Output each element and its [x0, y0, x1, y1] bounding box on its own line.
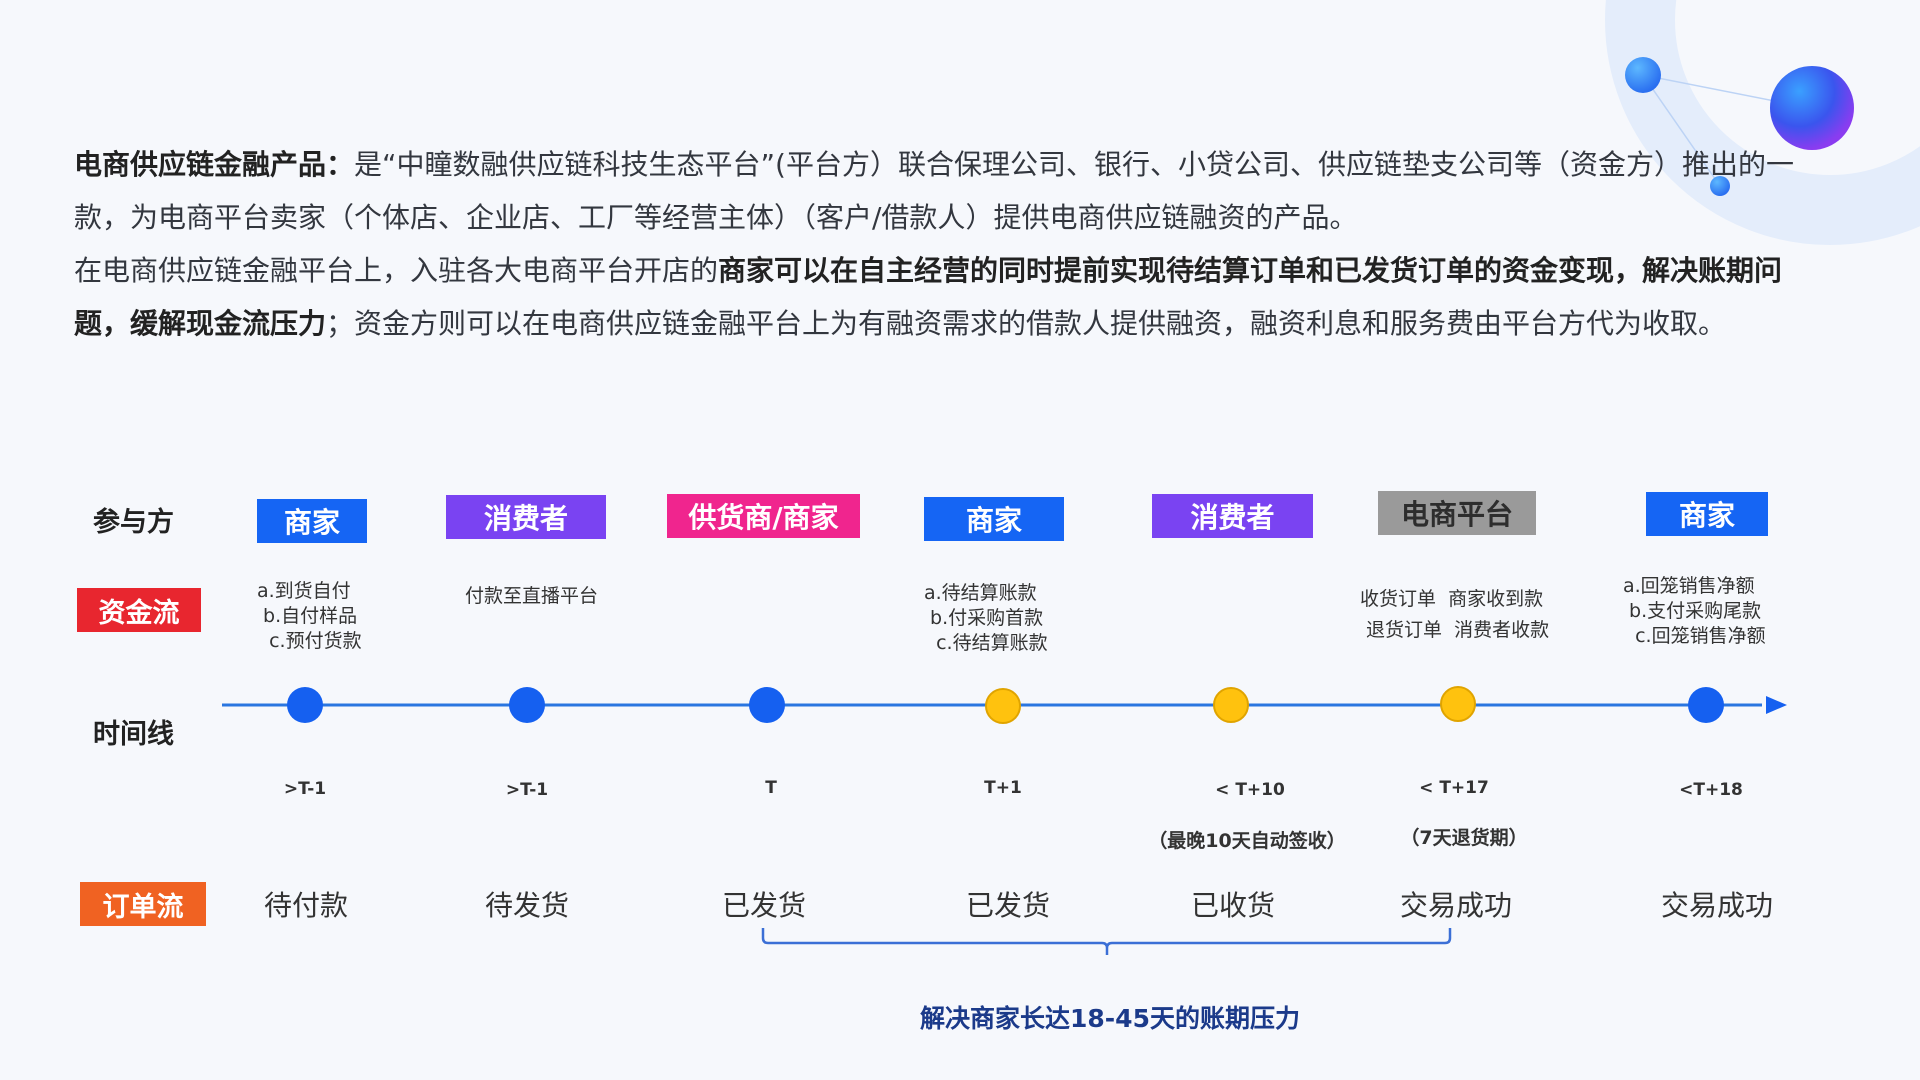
tick-label: <T+18 — [1679, 780, 1743, 800]
party-merchant: 商家 — [1646, 492, 1768, 536]
fund-line: b.支付采购尾款 — [1623, 600, 1762, 622]
fund-flow-label: 资金流 — [77, 588, 201, 632]
order-status: 交易成功 — [1660, 889, 1773, 922]
arc-decoration — [1605, 0, 1920, 245]
intro-paragraph-2: 在电商供应链金融平台上，入驻各大电商平台开店的商家可以在自主经营的同时提前实现待… — [74, 244, 1794, 350]
timeline-dot — [749, 687, 785, 723]
order-status: 待付款 — [263, 889, 348, 922]
fund-line: b.自付样品 — [257, 605, 358, 627]
timeline-label: 时间线 — [93, 719, 174, 750]
timeline-dot — [509, 687, 545, 723]
tick-label: T — [765, 778, 777, 798]
merchant-benefit: 商家可以在自主经营的同时提前实现待结算订单和已发货订单的资金变现，解决账期问题，… — [74, 254, 1783, 340]
fund-line: a.回笼销售净额 — [1623, 575, 1755, 597]
party-merchant: 商家 — [257, 499, 367, 543]
summary-caption: 解决商家长达18-45天的账期压力 — [920, 1004, 1300, 1033]
party-ecommerce-platform: 电商平台 — [1378, 491, 1536, 535]
fund-flow-item: 付款至直播平台 — [465, 584, 598, 609]
tick-label: < T+17 — [1419, 778, 1489, 798]
return-period-note: （7天退货期） — [1400, 827, 1528, 849]
party-consumer: 消费者 — [446, 495, 606, 539]
fund-flow-item: a.待结算账款 b.付采购首款 c.待结算账款 — [924, 581, 1048, 656]
timeline-dot — [1688, 687, 1724, 723]
timeline-dot — [1440, 686, 1476, 722]
tick-label: < T+10 — [1215, 780, 1285, 800]
fund-flow-item: a.回笼销售净额 b.支付采购尾款 c.回笼销售净额 — [1623, 574, 1766, 649]
tick-label: >T-1 — [283, 779, 327, 799]
fund-flow-item: a.到货自付 b.自付样品 c.预付货款 — [257, 579, 362, 654]
product-description: 是“中瞳数融供应链科技生态平台”(平台方）联合保理公司、银行、小贷公司、供应链垫… — [74, 148, 1794, 234]
bracket — [761, 928, 1452, 955]
fund-line: c.待结算账款 — [924, 632, 1048, 654]
intro-text: 电商供应链金融产品：是“中瞳数融供应链科技生态平台”(平台方）联合保理公司、银行… — [74, 138, 1794, 350]
timeline-dot — [985, 688, 1021, 724]
fund-line: c.回笼销售净额 — [1623, 625, 1766, 647]
tiny-sphere — [1710, 176, 1730, 196]
order-status: 已发货 — [721, 889, 806, 922]
order-status: 已发货 — [965, 889, 1050, 922]
tick-label: >T-1 — [505, 780, 549, 800]
tick-label: T+1 — [984, 778, 1022, 798]
party-consumer: 消费者 — [1152, 494, 1313, 538]
product-title: 电商供应链金融产品： — [74, 148, 355, 181]
timeline-arrow-icon — [1766, 696, 1787, 714]
big-sphere — [1770, 66, 1854, 150]
fund-line: c.预付货款 — [257, 630, 362, 652]
small-sphere — [1625, 57, 1661, 93]
timeline-dot — [1213, 687, 1249, 723]
participants-label: 参与方 — [93, 507, 174, 538]
timeline-dot — [287, 687, 323, 723]
fund-line: 退货订单 消费者收款 — [1360, 619, 1550, 641]
auto-sign-note: （最晚10天自动签收） — [1148, 830, 1346, 852]
order-status: 待发货 — [484, 889, 569, 922]
order-flow-label: 订单流 — [80, 882, 206, 926]
fund-line: b.付采购首款 — [924, 607, 1044, 629]
order-status: 已收货 — [1190, 889, 1275, 922]
fund-line: 付款至直播平台 — [465, 585, 599, 607]
fund-line: 收货订单 商家收到款 — [1360, 588, 1544, 610]
order-status: 交易成功 — [1399, 889, 1512, 922]
fund-flow-item: 收货订单 商家收到款 退货订单 消费者收款 — [1360, 584, 1549, 646]
fund-line: a.待结算账款 — [924, 582, 1037, 604]
intro-paragraph-1: 电商供应链金融产品：是“中瞳数融供应链科技生态平台”(平台方）联合保理公司、银行… — [74, 138, 1794, 244]
party-supplier-merchant: 供货商/商家 — [667, 494, 860, 538]
party-merchant: 商家 — [924, 497, 1064, 541]
fund-line: a.到货自付 — [257, 580, 351, 602]
intro-p2-b: ；资金方则可以在电商供应链金融平台上为有融资需求的借款人提供融资，融资利息和服务… — [326, 307, 1727, 340]
intro-p2-a: 在电商供应链金融平台上，入驻各大电商平台开店的 — [74, 254, 719, 287]
